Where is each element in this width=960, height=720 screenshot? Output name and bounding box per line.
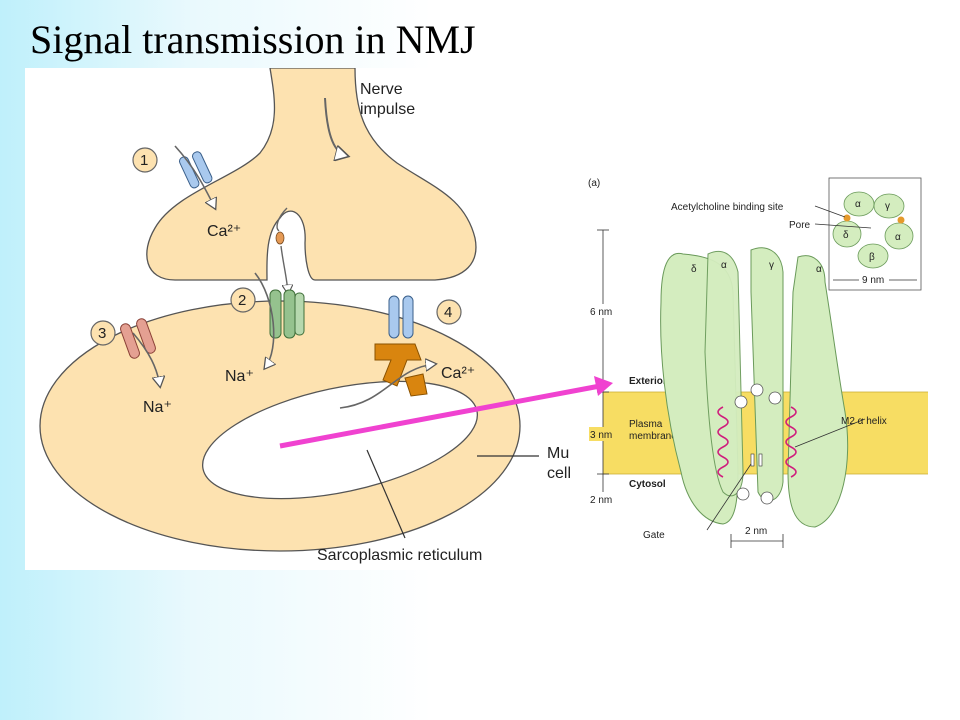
calcium-channel [179,151,213,189]
inset-alpha-2: α [895,232,901,243]
ca-label-top: Ca²⁺ [207,223,241,240]
step-2-badge [230,287,256,313]
inset-beta: β [869,252,875,263]
pore-label: Pore [789,220,811,231]
subunit-alpha-2: α [816,264,822,275]
subunit-gamma: γ [769,260,774,271]
step-4-number: 4 [444,304,452,321]
muscle-cell-label: Mu [547,445,569,462]
acetylcholine-vesicle [275,231,285,245]
step-1-badge [132,147,158,173]
inset-alpha-1: α [855,199,861,210]
panel-label: (a) [588,178,600,189]
sarcoplasmic-reticulum-label: Sarcoplasmic reticulum [317,547,482,564]
subunit-delta: δ [691,264,697,275]
acetylcholine-receptor [269,289,305,339]
gate-label: Gate [643,530,665,541]
subunit-alpha-1: α [721,260,727,271]
m2-helix-right [785,406,797,478]
ach-binding-site-left [843,214,851,222]
negative-charges [734,383,782,505]
na-label-left: Na⁺ [143,399,172,416]
inset-gamma: γ [885,201,890,212]
step-1-number: 1 [140,152,148,169]
step-3-number: 3 [98,325,106,342]
ach-binding-site-label: Acetylcholine binding site [671,202,784,213]
sodium-channel [120,318,156,359]
acetylcholine-diffusion-arrow [280,245,288,293]
acetylcholine-receptor-structure: (a) 6 nm 3 nm 2 nm Exterior Plasma membr… [583,172,928,550]
nerve-impulse-label-2: impulse [360,101,415,118]
slide-title: Signal transmission in NMJ [30,17,476,62]
exterior-label: Exterior [629,376,667,387]
nerve-terminal [146,68,477,281]
muscle-cell-label-2: cell [547,465,571,482]
nerve-impulse-arrow [324,97,347,156]
inset-scale-9nm: 9 nm [862,275,884,286]
ach-binding-site-right [897,216,905,224]
inset-delta: δ [843,230,849,241]
m2-helix-left [717,406,729,478]
receptor-subunits [660,247,849,528]
plasma-membrane-label: Plasma [629,419,663,430]
na-label-mid: Na⁺ [225,368,254,385]
cytosol-label: Cytosol [629,479,666,490]
step-4-badge [436,299,462,325]
dimension-6nm: 6 nm [590,307,612,318]
gate-marker [750,453,755,467]
m2-helix-label: M2 α helix [841,416,887,427]
nerve-impulse-label: Nerve [360,81,403,98]
dimension-3nm: 3 nm [590,430,612,441]
step-3-badge [90,320,116,346]
acetylcholine-release-arrow [276,207,288,232]
step-2-number: 2 [238,292,246,309]
plasma-membrane-label-2: membrane [629,431,677,442]
calcium-influx-arrow [174,145,215,208]
dimension-2nm: 2 nm [590,495,612,506]
pore-width-label: 2 nm [745,526,767,537]
nmj-diagram: Nerve impulse 1 Ca²⁺ 2 Na⁺ 3 [25,68,628,570]
sodium-influx-arrow-2 [132,332,160,386]
ca-label-right: Ca²⁺ [441,365,475,382]
sodium-influx-arrow [254,272,274,368]
